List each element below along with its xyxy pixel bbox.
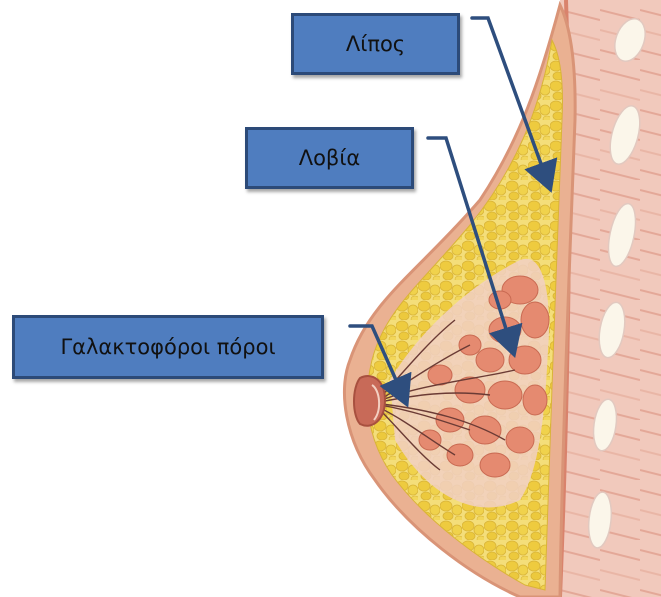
nipple bbox=[354, 376, 385, 426]
label-fat: Λίπος bbox=[291, 13, 460, 75]
label-fat-text: Λίπος bbox=[346, 32, 405, 56]
label-milk-ducts-text: Γαλακτοφόροι πόροι bbox=[60, 335, 275, 359]
label-lobules-text: Λοβία bbox=[299, 146, 361, 170]
label-lobules: Λοβία bbox=[245, 127, 414, 189]
label-milk-ducts: Γαλακτοφόροι πόροι bbox=[12, 315, 324, 379]
